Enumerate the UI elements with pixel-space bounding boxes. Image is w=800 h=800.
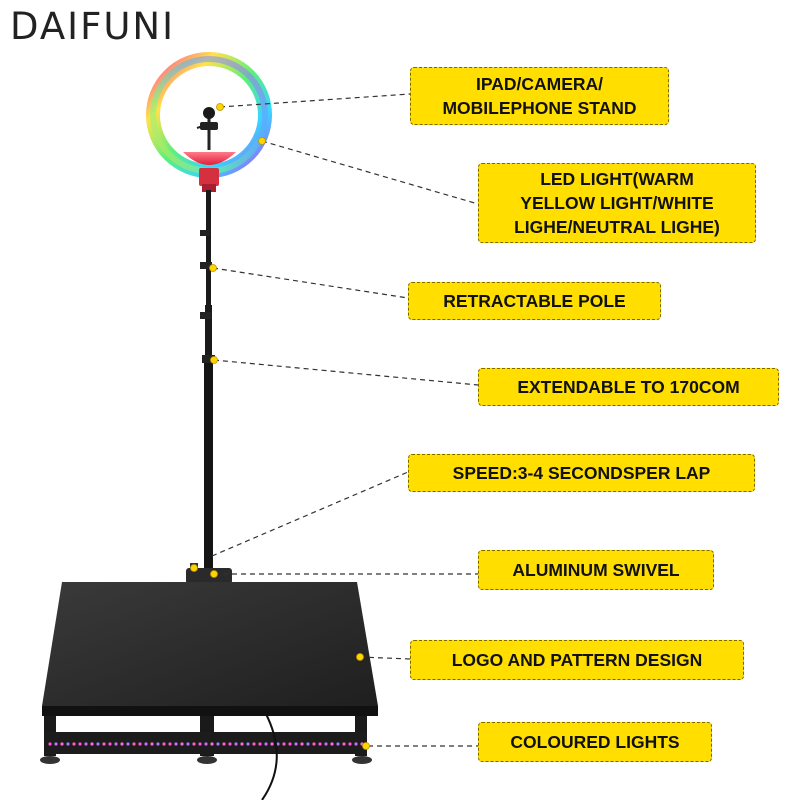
led-dot (318, 742, 322, 746)
led-dot (228, 742, 232, 746)
led-dot (138, 742, 142, 746)
ring-base (183, 152, 236, 192)
led-dot (348, 742, 352, 746)
led-dot (300, 742, 304, 746)
led-dot (180, 742, 184, 746)
led-dot (84, 742, 88, 746)
platform-frame (40, 716, 372, 764)
callout-extendable: EXTENDABLE TO 170COM (478, 368, 779, 406)
led-dot (150, 742, 154, 746)
led-dot (132, 742, 136, 746)
led-dot (324, 742, 328, 746)
led-dot (96, 742, 100, 746)
led-dot (162, 742, 166, 746)
led-dot (186, 742, 190, 746)
led-dot (90, 742, 94, 746)
led-dot (270, 742, 274, 746)
led-dot (72, 742, 76, 746)
led-dot (234, 742, 238, 746)
callout-stand: IPAD/CAMERA/MOBILEPHONE STAND (410, 67, 669, 125)
callout-aluminum-swivel: ALUMINUM SWIVEL (478, 550, 714, 590)
led-dot (246, 742, 250, 746)
callout-markers (190, 103, 370, 750)
led-dot (216, 742, 220, 746)
led-dot (66, 742, 70, 746)
led-dot (144, 742, 148, 746)
led-dot (210, 742, 214, 746)
led-dot (54, 742, 58, 746)
platform-top (42, 582, 378, 716)
led-dot (312, 742, 316, 746)
led-dot (120, 742, 124, 746)
led-dot (276, 742, 280, 746)
led-dot (60, 742, 64, 746)
callout-coloured-lights: COLOURED LIGHTS (478, 722, 712, 762)
led-dot (174, 742, 178, 746)
led-dot (78, 742, 82, 746)
led-dot (336, 742, 340, 746)
callout-retractable-pole: RETRACTABLE POLE (408, 282, 661, 320)
led-dot (282, 742, 286, 746)
led-dot (156, 742, 160, 746)
led-dot (108, 742, 112, 746)
led-dot (258, 742, 262, 746)
led-dot (342, 742, 346, 746)
led-dot (294, 742, 298, 746)
led-dot (192, 742, 196, 746)
phone-holder (196, 107, 218, 150)
led-dot (114, 742, 118, 746)
callout-speed: SPEED:3-4 SECONDSPER LAP (408, 454, 755, 492)
led-dot (126, 742, 130, 746)
led-dot (198, 742, 202, 746)
led-dot (222, 742, 226, 746)
power-cable (261, 711, 278, 800)
led-dot (168, 742, 172, 746)
led-dot (288, 742, 292, 746)
led-dot (48, 742, 52, 746)
led-dot (306, 742, 310, 746)
led-dot (240, 742, 244, 746)
brand-logo: DAIFUNI (10, 5, 176, 48)
leader-lines (211, 93, 479, 747)
led-dot (252, 742, 256, 746)
led-dot (354, 742, 358, 746)
led-dot (264, 742, 268, 746)
telescopic-pole (200, 190, 215, 575)
callout-logo-pattern: LOGO AND PATTERN DESIGN (410, 640, 744, 680)
led-dot (204, 742, 208, 746)
led-dot (102, 742, 106, 746)
led-dot (330, 742, 334, 746)
